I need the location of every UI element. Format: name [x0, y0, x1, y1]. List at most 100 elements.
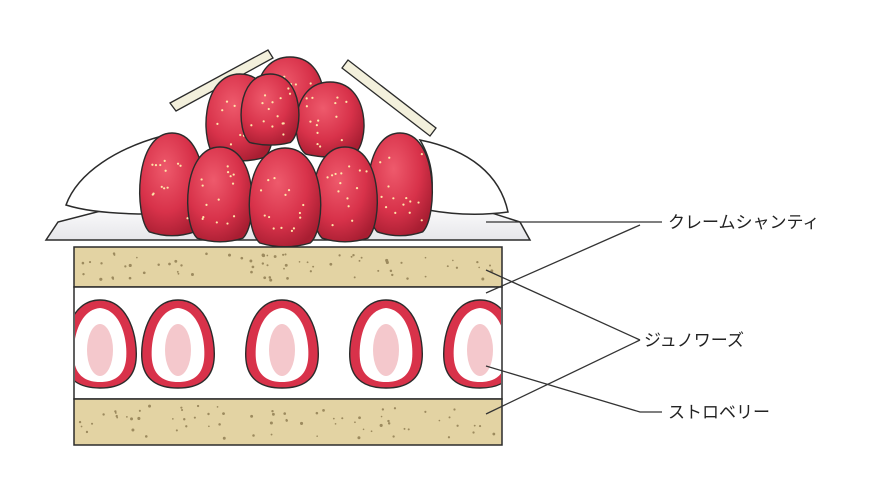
whole-strawberry [187, 146, 253, 243]
cream-swirl-right [418, 138, 509, 215]
sponge-speck [424, 275, 427, 278]
sponge-speck [85, 430, 89, 434]
sponge-speck [252, 434, 255, 437]
sponge-speck [250, 270, 253, 274]
sponge-speck [181, 408, 184, 412]
sponge-speck [478, 266, 480, 269]
sponge-speck [273, 255, 277, 258]
sponge-speck [240, 256, 244, 260]
sponge-speck [114, 412, 117, 414]
sponge-speck [406, 277, 409, 280]
sponge-speck [249, 259, 253, 263]
sponge-speck [102, 413, 105, 416]
sponge-speck [393, 407, 397, 410]
sponge-speck [116, 416, 119, 419]
sponge-speck [379, 423, 383, 427]
sponge-speck [148, 404, 152, 408]
sponge-speck [380, 415, 383, 418]
sponge-speck [283, 412, 287, 415]
sponge-speck [452, 259, 454, 262]
sponge-speck [481, 277, 485, 281]
bottom-sponge-layer [73, 398, 503, 446]
label-genoise: ジュノワーズ [644, 331, 744, 351]
sponge-speck [157, 263, 160, 266]
leader-genoise-b [485, 339, 641, 415]
sponge-speck [389, 269, 393, 273]
sponge-speck [216, 406, 219, 408]
sponge-speck [352, 253, 355, 257]
sponge-speck [128, 263, 132, 268]
sponge-speck [341, 417, 344, 420]
sponge-speck [453, 408, 456, 411]
sponge-speck [286, 277, 289, 280]
sponge-speck [228, 253, 232, 257]
sponge-speck [392, 435, 395, 438]
strawberry-slice [349, 299, 423, 389]
sponge-speck [174, 259, 178, 263]
sponge-speck [424, 410, 427, 413]
sponge-speck [309, 270, 312, 273]
sponge-speck [269, 278, 273, 282]
sponge-speck [387, 422, 391, 425]
sponge-speck [114, 410, 117, 413]
whole-strawberry [295, 81, 365, 158]
sponge-speck [208, 425, 210, 428]
sponge-speck [370, 430, 373, 433]
sponge-speck [334, 422, 337, 425]
sponge-speck [183, 418, 186, 421]
sponge-speck [316, 435, 318, 437]
sponge-speck [357, 436, 361, 440]
sponge-speck [112, 277, 115, 280]
sponge-speck [358, 416, 361, 420]
sponge-speck [128, 276, 132, 280]
sponge-speck [115, 414, 118, 418]
sponge-speck [360, 256, 363, 259]
sponge-speck [284, 263, 288, 267]
sponge-speck [190, 272, 194, 276]
sponge-speck [185, 425, 188, 428]
whole-strawberry [312, 146, 378, 243]
whole-strawberry [248, 147, 322, 248]
sponge-speck [362, 428, 365, 431]
sponge-speck [306, 261, 309, 264]
sponge-speck [448, 416, 451, 419]
sponge-speck [91, 422, 94, 425]
sponge-speck [81, 261, 85, 265]
sponge-speck [271, 412, 275, 416]
sponge-speck [492, 432, 496, 436]
sponge-speck [400, 261, 403, 264]
sponge-speck [424, 256, 427, 259]
whole-strawberries [139, 56, 433, 248]
sponge-speck [180, 264, 183, 267]
sponge-speck [473, 424, 476, 427]
sponge-speck [251, 265, 255, 269]
sponge-speck [438, 419, 441, 422]
sponge-speck [113, 253, 116, 256]
sponge-speck [172, 418, 174, 420]
sponge-speck [218, 423, 221, 426]
sponge-speck [403, 427, 406, 430]
sponge-speck [78, 420, 82, 424]
strawberry-slices [75, 299, 501, 389]
whole-strawberry [367, 132, 433, 237]
sponge-speck [385, 260, 389, 265]
sponge-speck [222, 436, 226, 440]
sponge-speck [144, 435, 148, 438]
strawberry-slice [75, 299, 137, 389]
sponge-speck [271, 409, 274, 413]
sponge-speck [80, 425, 83, 428]
sponge-speck [285, 419, 288, 422]
sponge-speck [176, 270, 179, 273]
sponge-speck [455, 266, 459, 269]
sponge-speck [137, 416, 141, 421]
cake-body [73, 246, 503, 446]
sponge-speck [99, 277, 103, 281]
sponge-speck [268, 276, 272, 279]
sponge-speck [142, 271, 146, 275]
strawberry-slice [245, 299, 319, 389]
sponge-speck [312, 265, 315, 268]
sponge-speck [283, 267, 285, 270]
sponge-speck [478, 425, 482, 428]
sponge-speck [476, 260, 479, 264]
